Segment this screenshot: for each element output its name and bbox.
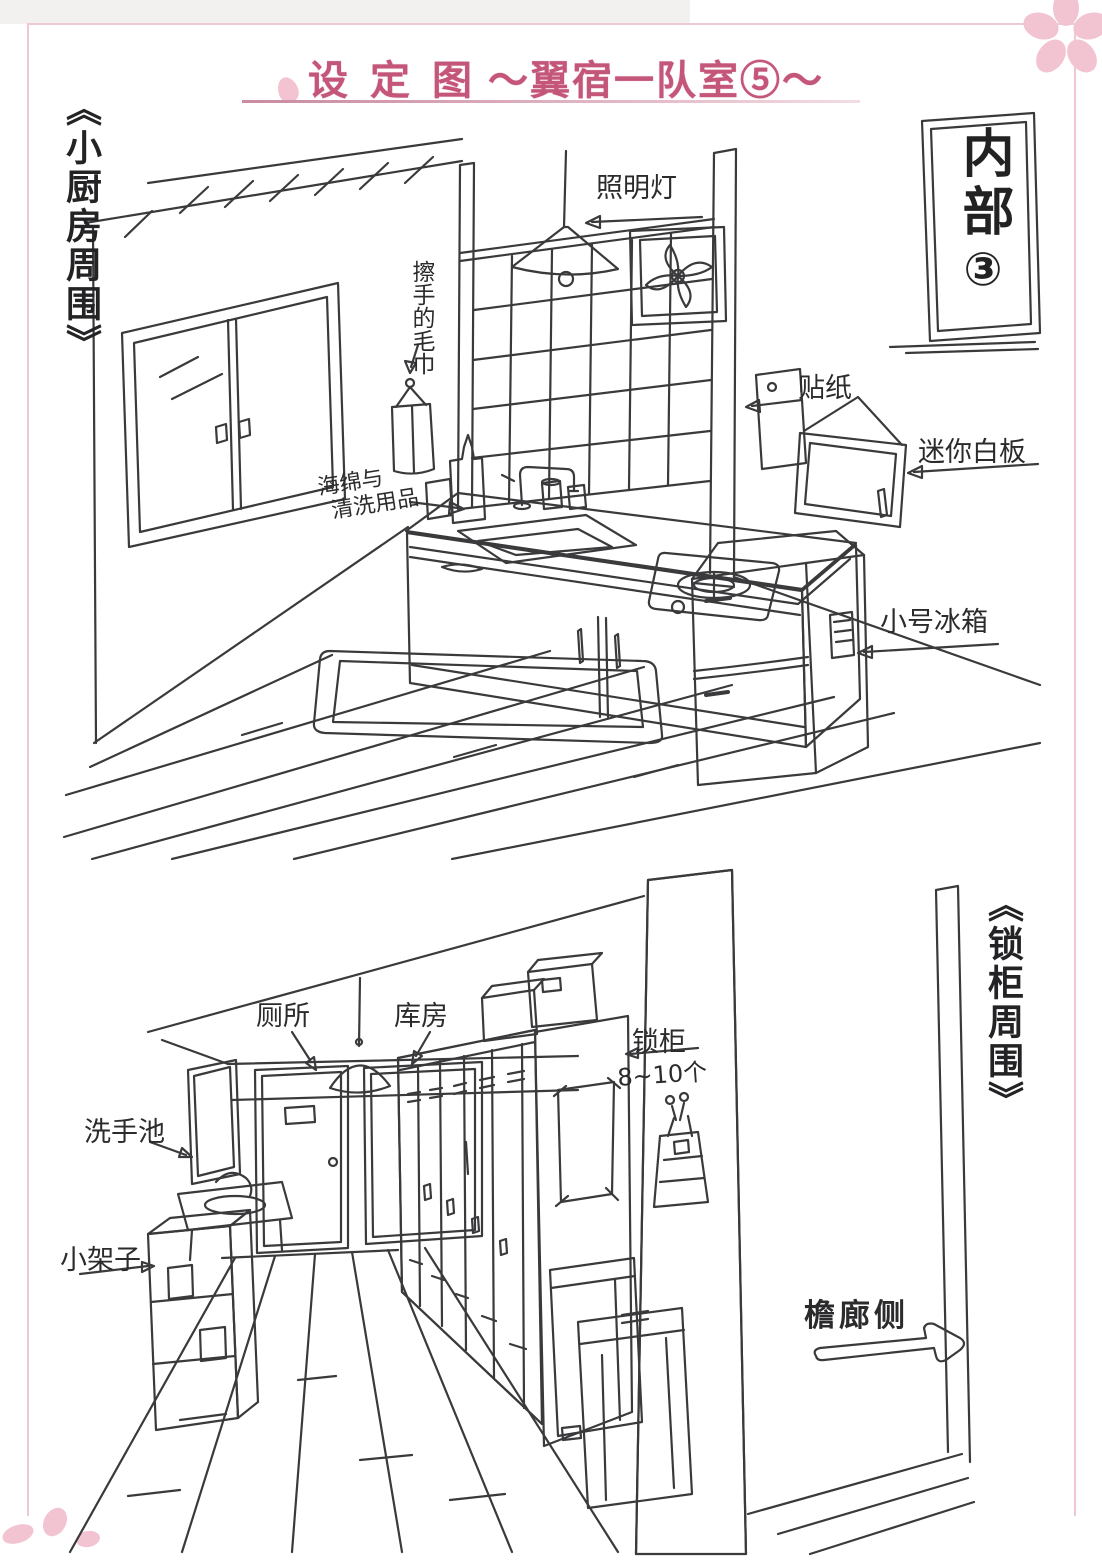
label-arrows xyxy=(403,214,1040,660)
fridge-label: 小号冰箱 xyxy=(880,607,988,638)
trash-bins xyxy=(548,1256,694,1510)
ceiling xyxy=(83,137,464,239)
locker-count-label: 8~10个 xyxy=(616,1057,709,1092)
title-sub: ～翼宿一队室⑤～ xyxy=(488,58,824,103)
toilet-door xyxy=(253,1064,350,1255)
corridor-lamp xyxy=(328,976,392,1094)
sign-number: ③ xyxy=(956,242,1010,302)
wall-floor-edge xyxy=(220,1248,400,1260)
title-main: 设 定 图 xyxy=(308,58,478,103)
towel-label: 擦手的毛巾 xyxy=(408,260,434,375)
dustpan xyxy=(652,1091,710,1209)
title-underline xyxy=(242,100,860,103)
paper-sticker xyxy=(754,367,808,471)
tiled-wall xyxy=(456,161,716,511)
kitchen-heading: 《小厨房周围》 xyxy=(60,90,101,363)
scan-artifact-band xyxy=(0,0,690,24)
mini-whiteboard xyxy=(793,395,908,529)
toilet-label: 厕所 xyxy=(256,1001,310,1032)
sink-counter xyxy=(404,433,862,749)
pink-border-frame xyxy=(27,23,1076,1516)
sign-word: 内部 xyxy=(953,126,1013,242)
washbasin-label: 洗手池 xyxy=(84,1117,165,1148)
corridor-floorboards xyxy=(68,1246,620,1554)
kitchen-illustration xyxy=(62,111,1042,860)
interior-sign-text: 内部③ xyxy=(946,126,1021,366)
wall-pillar xyxy=(634,868,748,1556)
whiteboard-label: 迷你白板 xyxy=(918,437,1026,468)
shelf-label: 小架子 xyxy=(60,1245,141,1276)
sakura-flower-icon xyxy=(1023,0,1102,73)
small-shelf xyxy=(146,1208,260,1432)
washbasin-area xyxy=(176,1058,294,1262)
window xyxy=(91,225,347,745)
label-arrows xyxy=(78,1030,700,1276)
corridor-ceiling xyxy=(146,894,646,1102)
wall-post xyxy=(708,147,1042,687)
lamp-label: 照明灯 xyxy=(596,173,677,204)
locker-heading: 《锁柜周围》 xyxy=(982,886,1023,1120)
ceiling-lamp xyxy=(510,149,620,288)
hand-towel xyxy=(390,377,436,475)
page-title: 设 定 图 ～翼宿一队室⑤～ xyxy=(0,48,1102,106)
veranda-arrow xyxy=(813,1322,966,1363)
storeroom-label: 库房 xyxy=(394,1001,448,1032)
sakura-petals-icon xyxy=(2,1507,100,1548)
right-wall xyxy=(746,884,976,1556)
locker-row xyxy=(396,951,634,1448)
floorboards xyxy=(62,525,1042,860)
sticker-label: 贴纸 xyxy=(798,373,852,404)
floor-mat xyxy=(312,649,664,745)
interior-sign-board xyxy=(888,111,1042,355)
exhaust-fan xyxy=(628,225,728,327)
locker-corridor-illustration xyxy=(68,868,976,1556)
locker-label: 锁柜 xyxy=(632,1027,686,1058)
veranda-label: 檐廊侧 xyxy=(804,1298,909,1334)
